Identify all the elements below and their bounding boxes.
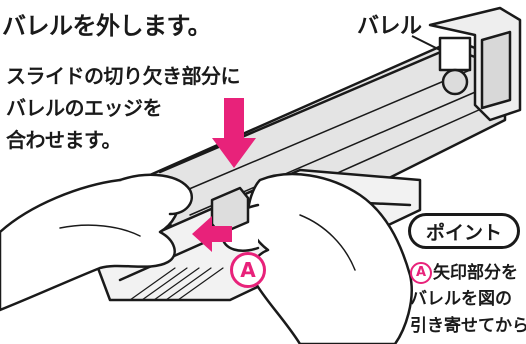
barrel-end-roller xyxy=(441,68,469,96)
marker-a-small: A xyxy=(410,262,432,284)
instruction-line: バレルのエッジを xyxy=(6,96,163,120)
instruction-line: 合わせます。 xyxy=(6,128,122,152)
right-hand-crease xyxy=(299,214,356,271)
down-arrow-icon xyxy=(212,98,256,168)
barrel-end-window xyxy=(438,36,472,72)
barrel-label-leader xyxy=(411,35,441,51)
left-hand-crease xyxy=(59,224,141,237)
instruction-line: スライドの切り欠き部分に xyxy=(6,64,241,88)
barrel-label: バレル xyxy=(357,14,422,39)
marker-a: A xyxy=(230,252,266,288)
barrel-end-detail xyxy=(480,30,512,110)
left-arrow-icon xyxy=(192,216,232,252)
slide-rail-line xyxy=(174,69,471,196)
point-note-line: バレルを図の xyxy=(410,289,512,309)
step-title: バレルを外します。 xyxy=(2,12,212,40)
point-note-line: 引き寄せてから xyxy=(410,316,526,336)
base-grille xyxy=(129,267,224,301)
left-hand xyxy=(0,177,181,312)
point-note-text: 矢印部分を xyxy=(433,263,518,283)
point-badge: ポイント xyxy=(408,213,520,249)
left-hand-finger xyxy=(118,173,193,216)
